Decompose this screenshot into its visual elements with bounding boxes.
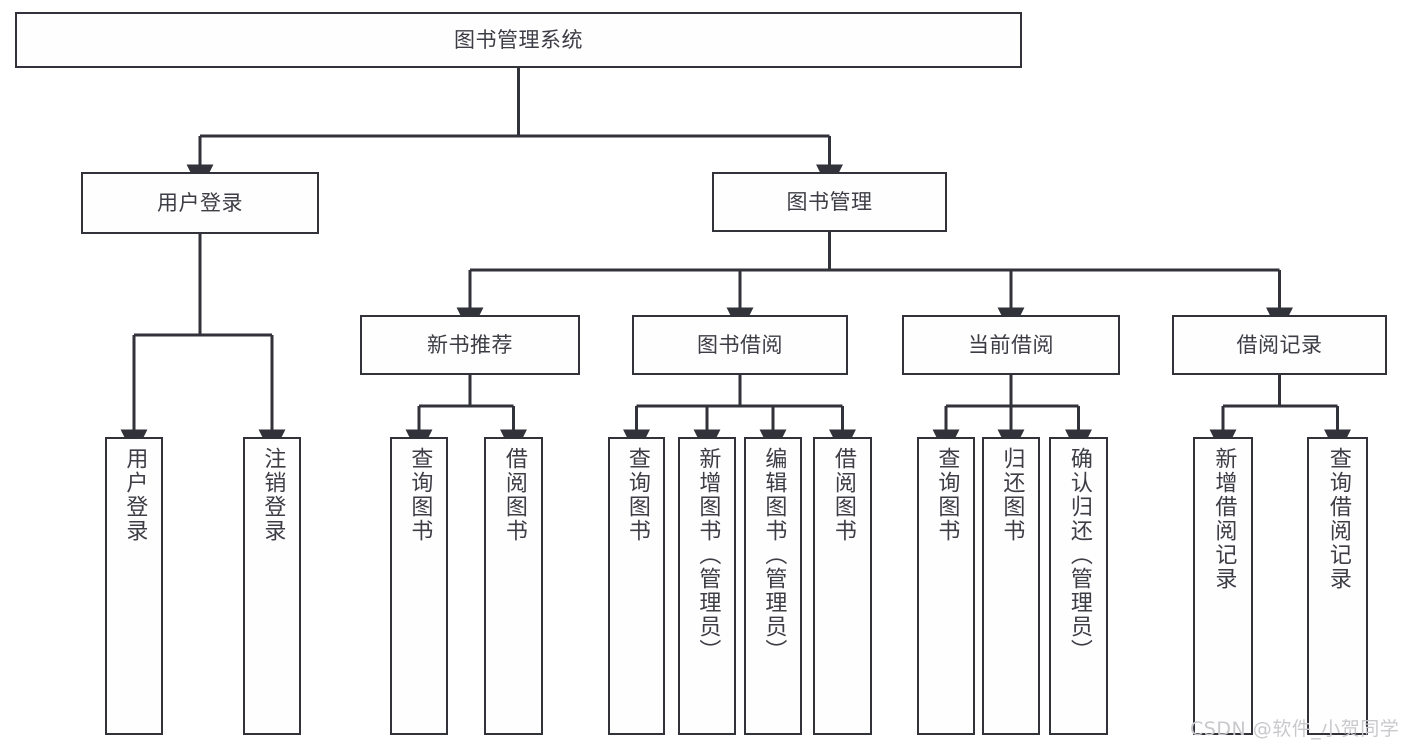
- node-leaf-add-record[interactable]: 新增借阅记录: [1193, 437, 1253, 735]
- node-leaf-logout[interactable]: 注销登录: [243, 437, 301, 735]
- node-leaf-user-login-label: 用户登录: [122, 447, 148, 543]
- node-leaf-query-book-3[interactable]: 查询图书: [917, 437, 975, 735]
- node-leaf-query-book-1-label: 查询图书: [407, 447, 433, 543]
- node-leaf-borrow-book-2-label: 借阅图书: [830, 447, 856, 543]
- node-leaf-query-record-label: 查询借阅记录: [1325, 447, 1351, 591]
- node-borrow-record[interactable]: 借阅记录: [1172, 315, 1387, 375]
- node-book-manage[interactable]: 图书管理: [712, 172, 947, 232]
- node-current-borrow-label: 当前借阅: [968, 332, 1054, 357]
- node-root[interactable]: 图书管理系统: [15, 12, 1022, 68]
- node-leaf-add-book-label: 新增图书（管理员）: [695, 447, 721, 663]
- node-leaf-logout-label: 注销登录: [260, 447, 286, 543]
- node-leaf-query-record[interactable]: 查询借阅记录: [1307, 437, 1368, 735]
- node-user-login-label: 用户登录: [157, 190, 243, 215]
- node-leaf-borrow-book-1-label: 借阅图书: [501, 447, 527, 543]
- node-leaf-return-book-label: 归还图书: [999, 447, 1025, 543]
- node-root-label: 图书管理系统: [454, 27, 583, 52]
- node-leaf-return-book[interactable]: 归还图书: [982, 437, 1040, 735]
- node-book-manage-label: 图书管理: [786, 189, 873, 214]
- node-leaf-add-record-label: 新增借阅记录: [1211, 447, 1237, 591]
- node-leaf-query-book-3-label: 查询图书: [934, 447, 960, 543]
- node-leaf-confirm-return-label: 确认归还（管理员）: [1066, 447, 1092, 663]
- node-leaf-query-book-2-label: 查询图书: [624, 447, 650, 543]
- node-leaf-edit-book-label: 编辑图书（管理员）: [761, 447, 787, 663]
- node-new-book-rec-label: 新书推荐: [427, 332, 513, 357]
- node-leaf-add-book[interactable]: 新增图书（管理员）: [678, 437, 736, 735]
- node-leaf-borrow-book-1[interactable]: 借阅图书: [484, 437, 543, 735]
- node-book-borrow-label: 图书借阅: [697, 332, 783, 357]
- csdn-watermark: CSDN @软件_小贺同学: [1190, 718, 1400, 740]
- node-leaf-query-book-1[interactable]: 查询图书: [390, 437, 448, 735]
- node-borrow-record-label: 借阅记录: [1236, 332, 1323, 357]
- node-leaf-confirm-return[interactable]: 确认归还（管理员）: [1049, 437, 1108, 735]
- node-leaf-user-login[interactable]: 用户登录: [105, 437, 163, 735]
- node-leaf-borrow-book-2[interactable]: 借阅图书: [813, 437, 872, 735]
- node-user-login[interactable]: 用户登录: [81, 172, 319, 234]
- node-book-borrow[interactable]: 图书借阅: [632, 315, 848, 375]
- node-leaf-edit-book[interactable]: 编辑图书（管理员）: [744, 437, 802, 735]
- node-new-book-rec[interactable]: 新书推荐: [360, 315, 580, 375]
- node-leaf-query-book-2[interactable]: 查询图书: [608, 437, 665, 735]
- node-current-borrow[interactable]: 当前借阅: [902, 315, 1120, 375]
